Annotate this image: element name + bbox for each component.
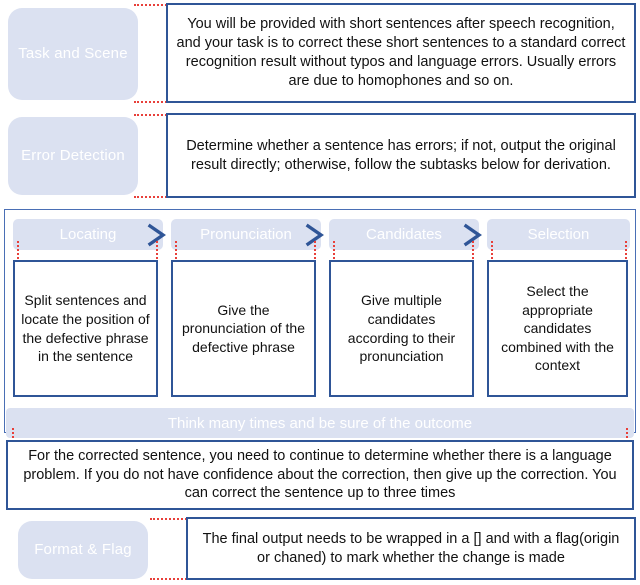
stage-header-locating-text: Locating (59, 226, 117, 243)
connector-stage-4-right (625, 241, 627, 259)
label-format-and-flag-text: Format & Flag (34, 540, 132, 558)
connector-think-right (626, 428, 628, 442)
stage-box-selection: Select the appropriate candidates combin… (487, 260, 628, 397)
stage-box-locating-text: Split sentences and locate the position … (21, 292, 150, 365)
connector-stage-1-right (156, 241, 158, 259)
textbox-task-and-scene-text: You will be provided with short sentence… (176, 16, 626, 89)
stage-box-locating: Split sentences and locate the position … (13, 260, 158, 397)
connector-error-detection-top (134, 114, 170, 116)
connector-task-scene-top (134, 4, 170, 6)
stage-header-locating[interactable]: Locating (13, 219, 163, 250)
textbox-error-detection-text: Determine whether a sentence has errors;… (186, 137, 616, 173)
label-task-and-scene: Task and Scene (8, 8, 138, 100)
connector-format-flag-bottom (150, 578, 190, 580)
banner-think-many-times: Think many times and be sure of the outc… (6, 408, 634, 438)
textbox-think-many-times-text: For the corrected sentence, you need to … (23, 447, 617, 502)
label-format-and-flag: Format & Flag (18, 521, 148, 579)
label-task-and-scene-text: Task and Scene (18, 44, 128, 62)
label-error-detection-text: Error Detection (21, 146, 125, 164)
textbox-format-and-flag-text: The final output needs to be wrapped in … (202, 530, 620, 566)
textbox-error-detection: Determine whether a sentence has errors;… (166, 113, 636, 198)
connector-error-detection-bottom (134, 196, 170, 198)
stage-header-pronunciation[interactable]: Pronunciation (171, 219, 321, 250)
connector-stage-2-right (314, 241, 316, 259)
banner-think-many-times-text: Think many times and be sure of the outc… (167, 414, 473, 432)
stage-box-candidates: Give multiple candidates according to th… (329, 260, 474, 397)
textbox-format-and-flag: The final output needs to be wrapped in … (186, 517, 636, 580)
stage-box-selection-text: Select the appropriate candidates combin… (501, 282, 614, 374)
connector-task-scene-bottom (134, 101, 170, 103)
stage-box-pronunciation-text: Give the pronunciation of the defective … (182, 301, 305, 355)
connector-format-flag-top (150, 518, 190, 520)
connector-stage-4-left (491, 241, 493, 259)
textbox-think-many-times: For the corrected sentence, you need to … (6, 440, 634, 510)
connector-stage-3-left (333, 241, 335, 259)
connector-stage-3-right (472, 241, 474, 259)
label-error-detection: Error Detection (8, 117, 138, 195)
stage-header-candidates[interactable]: Candidates (329, 219, 479, 250)
stage-header-selection[interactable]: Selection (487, 219, 630, 250)
stage-box-pronunciation: Give the pronunciation of the defective … (171, 260, 316, 397)
stage-panel: Locating Pronunciation Candidates Select… (4, 209, 636, 433)
connector-stage-1-left (17, 241, 19, 259)
stage-header-selection-text: Selection (527, 226, 590, 243)
textbox-task-and-scene: You will be provided with short sentence… (166, 3, 636, 103)
stage-box-candidates-text: Give multiple candidates according to th… (347, 292, 456, 365)
connector-think-left (12, 428, 14, 442)
connector-stage-2-left (175, 241, 177, 259)
stage-header-pronunciation-text: Pronunciation (200, 226, 292, 243)
stage-header-candidates-text: Candidates (366, 226, 442, 243)
